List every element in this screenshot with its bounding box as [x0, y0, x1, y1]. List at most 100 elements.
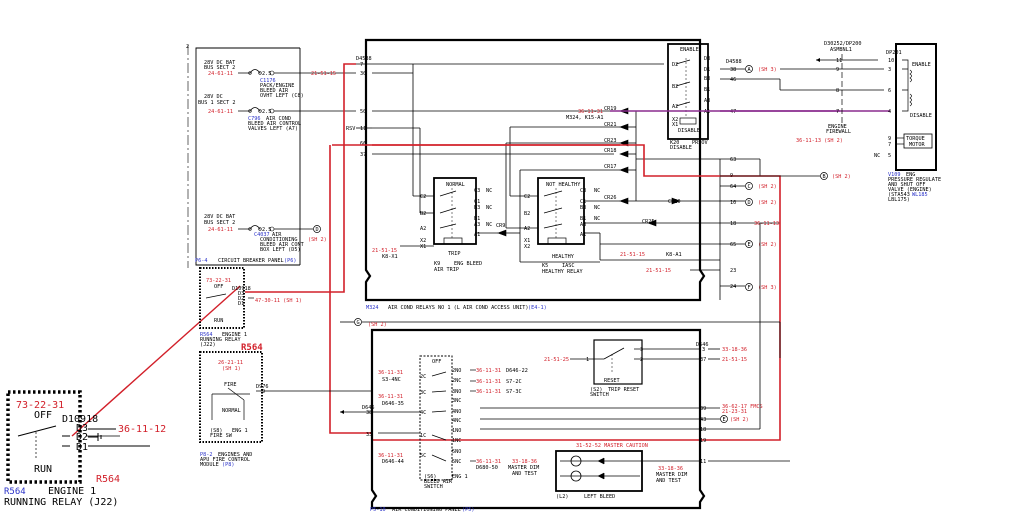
relay-pin-47: 47: [730, 109, 736, 115]
svg-text:D3: D3: [704, 56, 710, 62]
cb2-desc1: AIR COND: [266, 116, 291, 122]
ac-ref-39b: 21-23-31: [722, 409, 747, 415]
svg-text:B: B: [823, 174, 826, 180]
diode-cr9: CR9: [496, 223, 505, 229]
relay-pin-37: 37: [360, 152, 366, 158]
s6-r1: 36-11-31: [476, 368, 501, 374]
rr-large-d1: D1: [76, 442, 88, 453]
relay-box-ref: (E4-1): [528, 305, 547, 311]
s6-r5: 33-18-36: [512, 459, 537, 465]
k8-text2: K8-A1: [666, 252, 682, 258]
firewall-label1: ENGINE: [828, 124, 847, 130]
k9-nc3: NC: [486, 222, 492, 228]
relay-pin-24: 24: [730, 284, 736, 290]
svg-text:X2: X2: [672, 117, 678, 123]
s6-3nc: 3NC: [452, 398, 461, 404]
relay-pin-66: 66: [360, 141, 366, 147]
k5-healthy-label: HEALTHY: [552, 254, 575, 260]
k20-desc1: DISABLE: [670, 145, 692, 151]
relay-pin-64: 64: [730, 184, 736, 190]
rr-small-run: RUN: [214, 318, 223, 324]
rr-large-conn: D10918: [62, 414, 98, 425]
l2-name: (L2): [556, 494, 569, 500]
fire-desc3-ref: (P8): [222, 462, 235, 468]
diode-cr21: CR21: [604, 122, 617, 128]
s6-r3: 36-11-31: [476, 389, 501, 395]
s6-r5t1: MASTER DIM: [508, 465, 539, 471]
svg-text:A3: A3: [704, 98, 710, 104]
m324-text: M324, K15-A1: [566, 115, 603, 121]
diode-cr18: CR18: [604, 148, 617, 154]
k8-ref: 21-51-15: [372, 248, 397, 254]
s2-name: (S2): [590, 387, 603, 393]
ref-b-circle: [820, 172, 828, 180]
s6-r2: 36-11-31: [476, 379, 501, 385]
valve-pin-7: 7: [888, 142, 891, 148]
svg-text:D2: D2: [672, 62, 678, 68]
rr-small-desc3: (J22): [200, 342, 216, 348]
rr-large-id: R564: [4, 487, 26, 497]
ref-g-sheet: (SH 2): [368, 322, 387, 328]
k9-normal-label: NORMAL: [446, 182, 465, 188]
sheet-marker: 2: [186, 44, 189, 50]
k20-enable-label: ENABLE: [680, 47, 699, 53]
s6-desc3: SWITCH: [424, 484, 443, 490]
rr-small-d2: D2: [238, 296, 244, 302]
k20-disable-label: DISABLE: [678, 128, 700, 134]
ref-pin23: 21-51-15: [646, 268, 671, 274]
k20-name: K20: [670, 140, 679, 146]
relay-pin-10: 10: [730, 200, 736, 206]
k5-desc2: HEALTHY RELAY: [542, 269, 583, 275]
valve-desc3: AND SHUT OFF: [888, 182, 925, 188]
relay-pin-23: 23: [730, 268, 736, 274]
valve-desc5: (STA543: [888, 192, 910, 198]
l2-text1: MASTER DIM: [656, 472, 687, 478]
engine-firewall: D30252/DP200 ASMBNL1 11 9 8 7 ENGINE FIR…: [779, 41, 884, 144]
ac-ref-37: 21-51-15: [722, 357, 747, 363]
r564-highlight-label: R564: [241, 343, 263, 353]
s6-4c: 4C: [420, 410, 426, 416]
breaker-panel-ref: (P6): [284, 258, 297, 264]
fire-s8-desc1: ENG 1: [232, 428, 248, 434]
cb1-id: C1176: [260, 78, 276, 84]
svg-text:A2: A2: [672, 104, 678, 110]
relay-connector-left: D4588: [356, 56, 372, 62]
ac-pin-11: 11: [700, 459, 706, 465]
svg-text:C: C: [748, 184, 751, 190]
svg-text:A3: A3: [474, 222, 480, 228]
relay-pin-30: 30: [360, 71, 366, 77]
cb1-ref: 24-61-11: [208, 71, 233, 77]
s6-r1t: D646-22: [506, 368, 528, 374]
s6-ref2: 36-11-31: [378, 394, 403, 400]
torque-motor-label2: MOTOR: [909, 142, 925, 148]
valve-pin-3: 3: [888, 67, 891, 73]
fire-label: FIRE: [224, 382, 237, 388]
relay-pin-63: 63: [730, 157, 736, 163]
svg-text:A1: A1: [704, 109, 710, 115]
k9-name: K9: [434, 261, 440, 267]
fire-ref: 26-21-11: [218, 360, 243, 366]
s6-5no: 5NO: [452, 449, 461, 455]
svg-text:D1: D1: [704, 67, 710, 73]
ac-ref-3: 33-18-36: [722, 347, 747, 353]
svg-text:A1: A1: [474, 232, 480, 238]
k5-nc1: NC: [594, 188, 600, 194]
relay-connector-right: D4588: [726, 59, 742, 65]
svg-text:E: E: [723, 417, 726, 423]
svg-text:B2: B2: [672, 84, 678, 90]
firewall-conn: D30252/DP200: [824, 41, 861, 47]
firewall-asm: ASMBNL1: [830, 47, 852, 53]
k9-desc2: AIR TRIP: [434, 267, 459, 273]
s6-text2: D646-35: [382, 401, 404, 407]
s6-r4t: D680-50: [476, 465, 498, 471]
svg-text:B3: B3: [704, 76, 710, 82]
valve-desc6: LBL175): [888, 197, 910, 203]
svg-text:A2: A2: [524, 226, 530, 232]
k8-text: K8-X1: [382, 254, 398, 260]
s6-1no: 1NO: [452, 428, 461, 434]
ref-pin18: 36-11-13: [754, 221, 779, 227]
fire-conn: D976: [256, 384, 269, 390]
cb2-id: C796: [248, 116, 261, 122]
fire-desc3: MODULE: [200, 462, 219, 468]
